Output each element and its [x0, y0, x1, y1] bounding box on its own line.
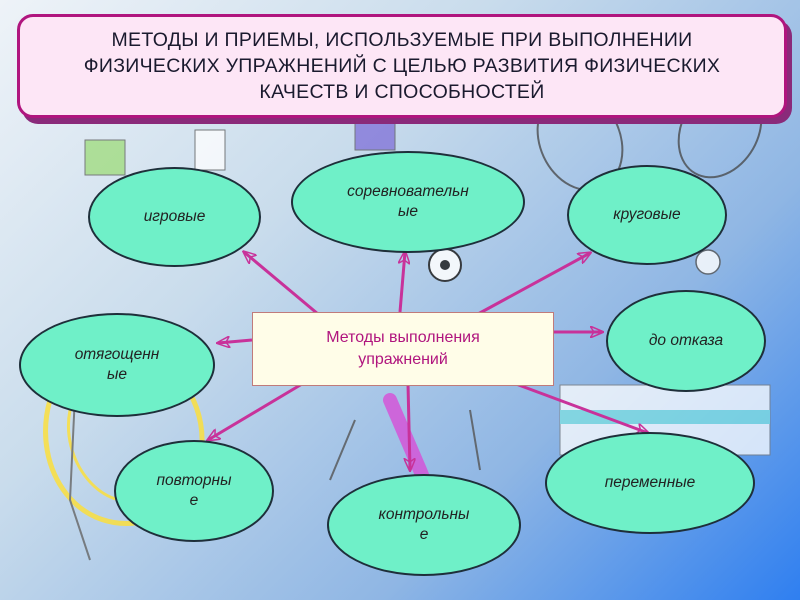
method-circuit-label: круговые: [613, 206, 681, 223]
method-weighted-label: отягощенн ые: [74, 346, 160, 383]
arrow-to-weighted: [218, 340, 253, 343]
page-title: МЕТОДЫ И ПРИЕМЫ, ИСПОЛЬЗУЕМЫЕ ПРИ ВЫПОЛН…: [83, 29, 721, 103]
method-competitive-label: соревновательн ые: [347, 183, 469, 220]
soccer-ball-icon: [428, 248, 462, 282]
method-circuit: круговые: [567, 165, 727, 265]
method-weighted: отягощенн ые: [19, 313, 215, 417]
arrow-to-circuit: [477, 253, 590, 316]
method-to-failure: до отказа: [606, 290, 766, 392]
method-game: игровые: [88, 167, 261, 267]
arrow-to-variable: [515, 382, 648, 433]
title-box: МЕТОДЫ И ПРИЕМЫ, ИСПОЛЬЗУЕМЫЕ ПРИ ВЫПОЛН…: [17, 14, 787, 118]
tennis-ball-icon: [695, 249, 721, 275]
method-control: контрольны е: [327, 474, 521, 576]
method-variable: переменные: [545, 432, 755, 534]
athlete-icon: [354, 114, 396, 151]
method-control-label: контрольны е: [378, 506, 470, 543]
arrow-to-control: [408, 383, 410, 470]
method-to-failure-label: до отказа: [648, 332, 724, 349]
center-box: Методы выполнения упражнений: [252, 312, 554, 386]
method-game-label: игровые: [143, 208, 206, 225]
center-label: Методы выполнения упражнений: [326, 329, 480, 368]
method-variable-label: переменные: [604, 474, 696, 491]
arrow-to-game: [244, 252, 319, 316]
method-competitive: соревновательн ые: [291, 151, 525, 253]
method-repeated-label: повторны е: [156, 472, 232, 509]
method-repeated: повторны е: [114, 440, 274, 542]
arrow-to-competitive: [400, 252, 405, 313]
arrow-to-repeated: [208, 382, 303, 440]
